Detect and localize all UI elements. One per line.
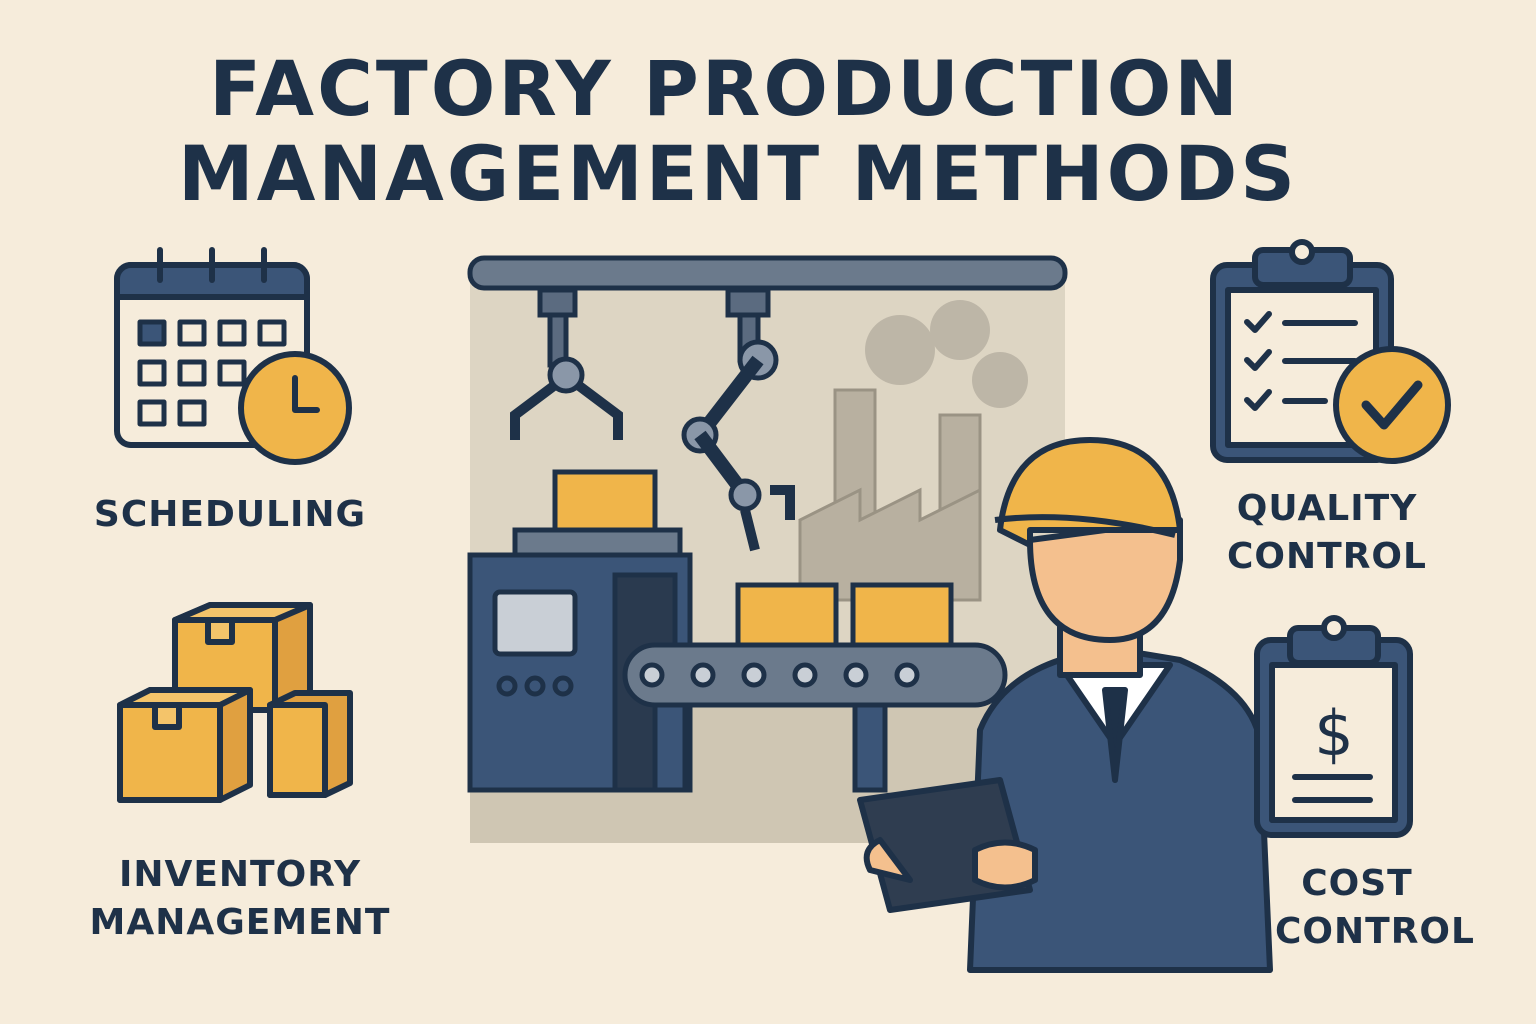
quality-label-line-1: QUALITY bbox=[1237, 488, 1418, 529]
boxes-icon bbox=[117, 602, 353, 803]
scheduling-label: SCHEDULING bbox=[94, 494, 366, 535]
smoke bbox=[865, 300, 1028, 408]
cost-label-line-1: COST bbox=[1301, 863, 1413, 904]
manager-with-tablet bbox=[857, 437, 1273, 973]
smokestacks bbox=[798, 388, 982, 602]
quality-label-line-2: CONTROL bbox=[1227, 536, 1427, 577]
checklist-clipboard-icon bbox=[1210, 239, 1451, 464]
robotic-arm-right bbox=[681, 287, 795, 552]
dollar-sign-icon: $ bbox=[1314, 697, 1353, 770]
title-line-1: FACTORY PRODUCTION bbox=[209, 44, 1241, 133]
title-line-2: MANAGEMENT METHODS bbox=[178, 129, 1298, 218]
inventory-label-line-1: INVENTORY bbox=[119, 854, 361, 895]
calendar-clock-icon bbox=[114, 247, 352, 465]
dollar-clipboard-icon: $ bbox=[1254, 615, 1413, 838]
inventory-label-line-2: MANAGEMENT bbox=[90, 902, 391, 943]
robotic-arm-left bbox=[510, 287, 623, 440]
conveyor-belt bbox=[622, 582, 1008, 793]
cost-label-line-2: CONTROL bbox=[1275, 911, 1475, 952]
factory-scene bbox=[467, 255, 1068, 843]
